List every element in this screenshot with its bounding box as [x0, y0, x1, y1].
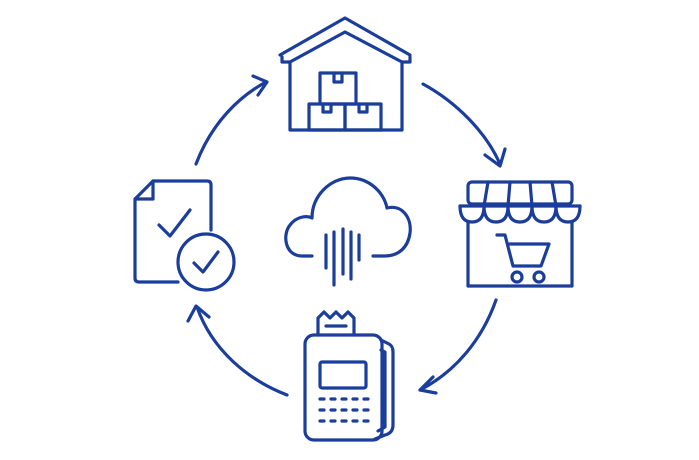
- arrow-document-to-warehouse: [194, 74, 269, 166]
- storefront-cart-icon: [458, 180, 582, 288]
- flow-arrows: [186, 74, 507, 397]
- payment-terminal-icon: [303, 310, 395, 442]
- approved-document-icon: [133, 179, 236, 292]
- warehouse-icon: [278, 16, 412, 132]
- arrow-store-to-terminal: [418, 298, 498, 395]
- keypad: [318, 397, 370, 423]
- cloud-sync-icon: [284, 176, 412, 287]
- arrow-terminal-to-document: [186, 304, 289, 397]
- arrow-warehouse-to-store: [421, 82, 507, 168]
